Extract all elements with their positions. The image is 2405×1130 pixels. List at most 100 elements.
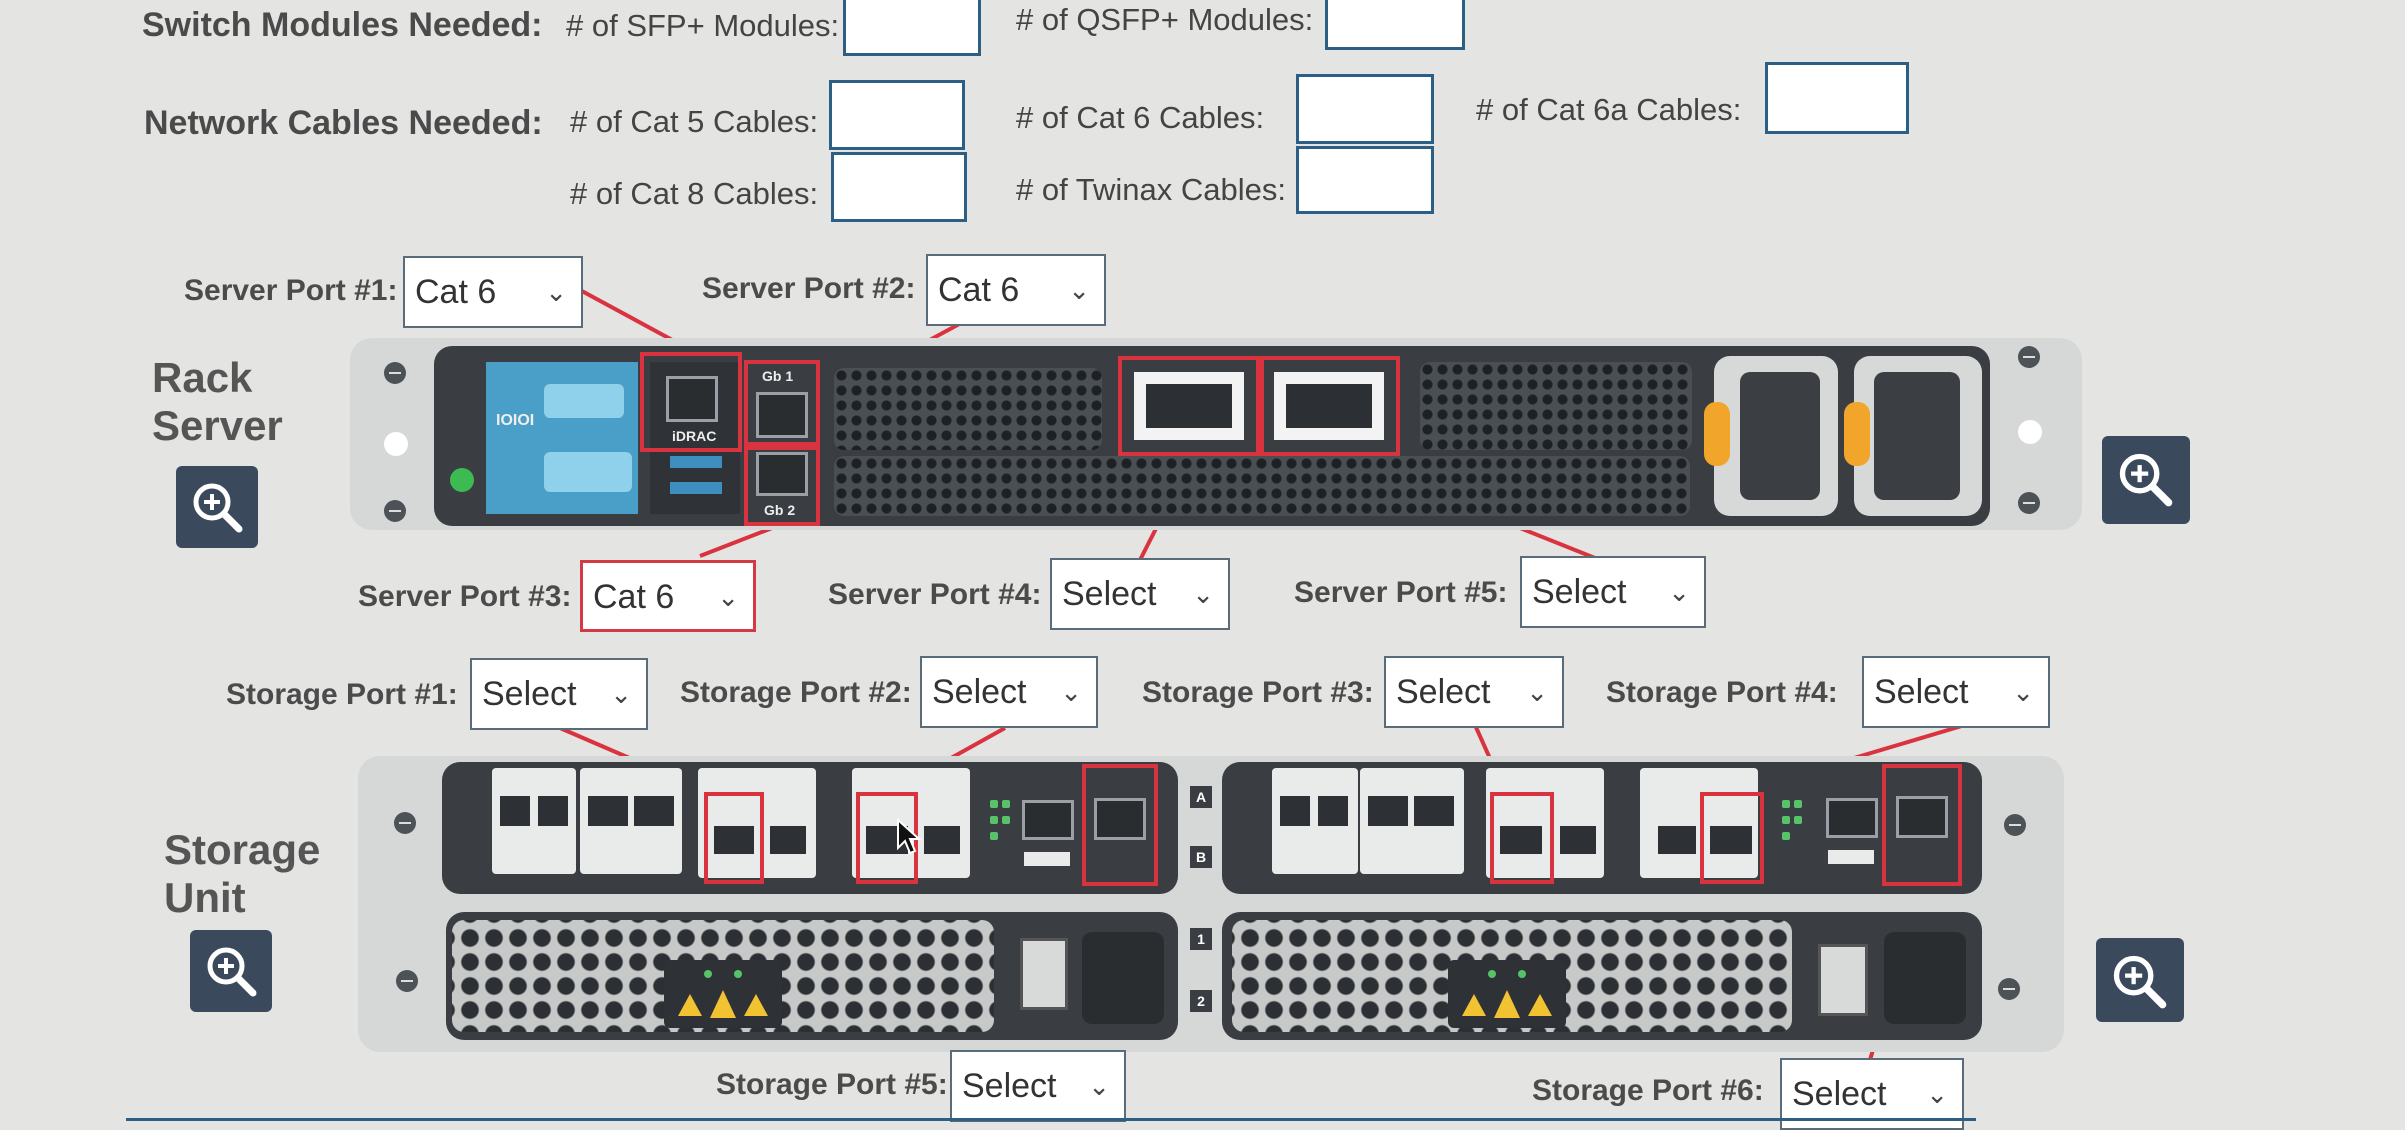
storage-port-5[interactable] [1094,798,1146,840]
serial-port [544,384,624,418]
storage-port-1-highlight[interactable] [704,792,764,884]
storage-port-1-label: Storage Port #1: [226,678,458,711]
status-led [1002,816,1010,824]
sfp-module [924,826,960,854]
gb2-port-highlight[interactable] [744,446,820,526]
storage-screw [2004,814,2026,836]
sfp-port-5-slot [1286,384,1372,428]
controller-b-badge: B [1190,846,1212,868]
server-port-1-label: Server Port #1: [184,274,398,307]
chevron-down-icon: ⌄ [717,582,739,612]
server-vent-top-right [1420,362,1692,450]
network-cables-heading: Network Cables Needed: [144,104,543,142]
usb-port [1024,852,1070,866]
gb2-port[interactable] [756,452,808,496]
storage-port-5-select[interactable]: Select⌄ [950,1050,1126,1122]
zoom-in-icon [207,947,257,997]
cat5-cables-label: # of Cat 5 Cables: [570,104,819,139]
server-port-1-select[interactable]: Cat 6⌄ [403,256,583,328]
zoom-in-icon [2113,955,2167,1009]
sfp-module [1280,796,1310,826]
gb1-port[interactable] [756,392,808,438]
warning-label-icon [1448,960,1566,1028]
sfp-port-4-slot [1146,384,1232,428]
cat6-cables-input[interactable] [1296,74,1434,144]
twinax-cables-input[interactable] [1296,146,1434,214]
zoom-in-icon [193,483,243,533]
idrac-port[interactable] [666,376,718,422]
status-led [1794,800,1802,808]
sfp-module [588,796,628,826]
power-inlet-1-icon [1740,372,1820,500]
cat8-cables-label: # of Cat 8 Cables: [570,176,819,211]
sfp-module [500,796,530,826]
rack-screw [384,500,406,522]
server-port-4-highlight[interactable] [1118,356,1260,456]
storage-unit-zoom-button-right[interactable] [2096,938,2184,1022]
server-port-2-label: Server Port #2: [702,272,916,305]
rack-server-zoom-button[interactable] [176,466,258,548]
storage-screw [396,970,418,992]
zoom-in-icon [2119,453,2173,507]
storage-port-3[interactable] [1500,826,1542,854]
storage-port-1[interactable] [714,826,754,854]
server-port-5-highlight[interactable] [1260,356,1400,456]
twinax-cables-label: # of Twinax Cables: [1016,172,1286,207]
server-port-3-select[interactable]: Cat 6⌄ [580,560,756,632]
chevron-down-icon: ⌄ [1192,579,1214,609]
status-led [990,832,998,840]
chevron-down-icon: ⌄ [1068,275,1090,305]
status-led [1002,800,1010,808]
server-port-2-select[interactable]: Cat 6⌄ [926,254,1106,326]
rack-indicator [2018,420,2042,444]
storage-port-3-label: Storage Port #3: [1142,676,1374,709]
storage-screw [1998,978,2020,1000]
psu-2-badge: 2 [1190,990,1212,1012]
psu-1-badge: 1 [1190,928,1212,950]
power-inlet-icon [1884,932,1966,1024]
rj45-port [1022,800,1074,840]
storage-port-4-select[interactable]: Select⌄ [1862,656,2050,728]
idrac-port-highlight[interactable] [640,352,742,452]
chevron-down-icon: ⌄ [545,277,567,307]
chevron-down-icon: ⌄ [2012,677,2034,707]
cat5-cables-input[interactable] [829,80,965,150]
gb1-port-highlight[interactable] [744,360,820,446]
storage-unit-title: Storage Unit [164,826,321,921]
storage-port-6[interactable] [1896,796,1948,838]
sfp-module [1658,826,1696,854]
chevron-down-icon: ⌄ [1526,677,1548,707]
storage-port-2-select[interactable]: Select⌄ [920,656,1098,728]
rack-server-zoom-button-right[interactable] [2102,436,2190,524]
chevron-down-icon: ⌄ [1926,1079,1948,1109]
status-led [1782,800,1790,808]
server-port-5-select[interactable]: Select⌄ [1520,556,1706,628]
storage-port-3-select[interactable]: Select⌄ [1384,656,1564,728]
server-vent-top-left [834,368,1102,450]
cat6a-cables-input[interactable] [1765,62,1909,134]
psu-2-latch [1844,402,1870,466]
rj45-port [1826,798,1878,838]
storage-port-3-highlight[interactable] [1490,792,1554,884]
sfp-modules-label: # of SFP+ Modules: [566,8,840,43]
storage-port-4[interactable] [1710,826,1752,854]
server-port-5-label: Server Port #5: [1294,576,1508,609]
storage-port-5-highlight[interactable] [1082,764,1158,886]
server-port-4-select[interactable]: Select⌄ [1050,558,1230,630]
storage-card [698,768,816,878]
storage-unit-zoom-button[interactable] [190,930,272,1012]
switch-modules-heading: Switch Modules Needed: [142,6,543,44]
qsfp-modules-label: # of QSFP+ Modules: [1016,2,1314,37]
sfp-modules-input[interactable] [843,0,981,56]
chevron-down-icon: ⌄ [1668,577,1690,607]
power-switch [1020,938,1068,1010]
status-led [1782,816,1790,824]
storage-port-6-highlight[interactable] [1882,764,1962,886]
storage-port-4-label: Storage Port #4: [1606,676,1838,709]
storage-port-4-highlight[interactable] [1700,792,1764,884]
warning-label-icon [664,960,782,1028]
storage-port-1-select[interactable]: Select⌄ [470,658,648,730]
qsfp-modules-input[interactable] [1325,0,1465,50]
bottom-divider [126,1118,1976,1121]
cat8-cables-input[interactable] [831,152,967,222]
